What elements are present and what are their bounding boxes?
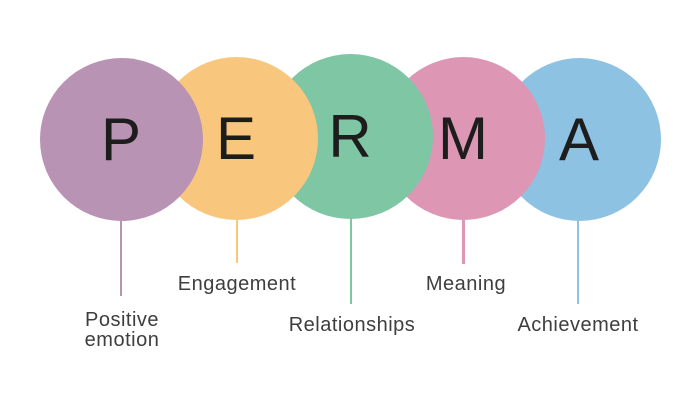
circle-positive-emotion: P: [40, 58, 203, 221]
label-positive-emotion-line1: Positive: [84, 309, 160, 331]
connector-line-positive-emotion: [120, 221, 122, 296]
connector-line-relationships: [350, 219, 352, 304]
letter-e: E: [215, 104, 258, 172]
label-meaning: Meaning: [425, 273, 507, 295]
label-positive-emotion-line2: emotion: [84, 329, 160, 351]
connector-line-meaning: [462, 220, 465, 264]
connector-line-achievement: [577, 220, 579, 304]
label-achievement: Achievement: [517, 314, 639, 336]
label-engagement: Engagement: [177, 273, 297, 295]
letter-a: A: [558, 105, 601, 173]
letter-r: R: [328, 102, 373, 170]
label-relationships: Relationships: [288, 314, 416, 336]
letter-p: P: [100, 105, 143, 173]
letter-m: M: [438, 104, 489, 172]
connector-line-engagement: [236, 220, 238, 263]
label-positive-emotion: Positive emotion: [85, 310, 160, 350]
